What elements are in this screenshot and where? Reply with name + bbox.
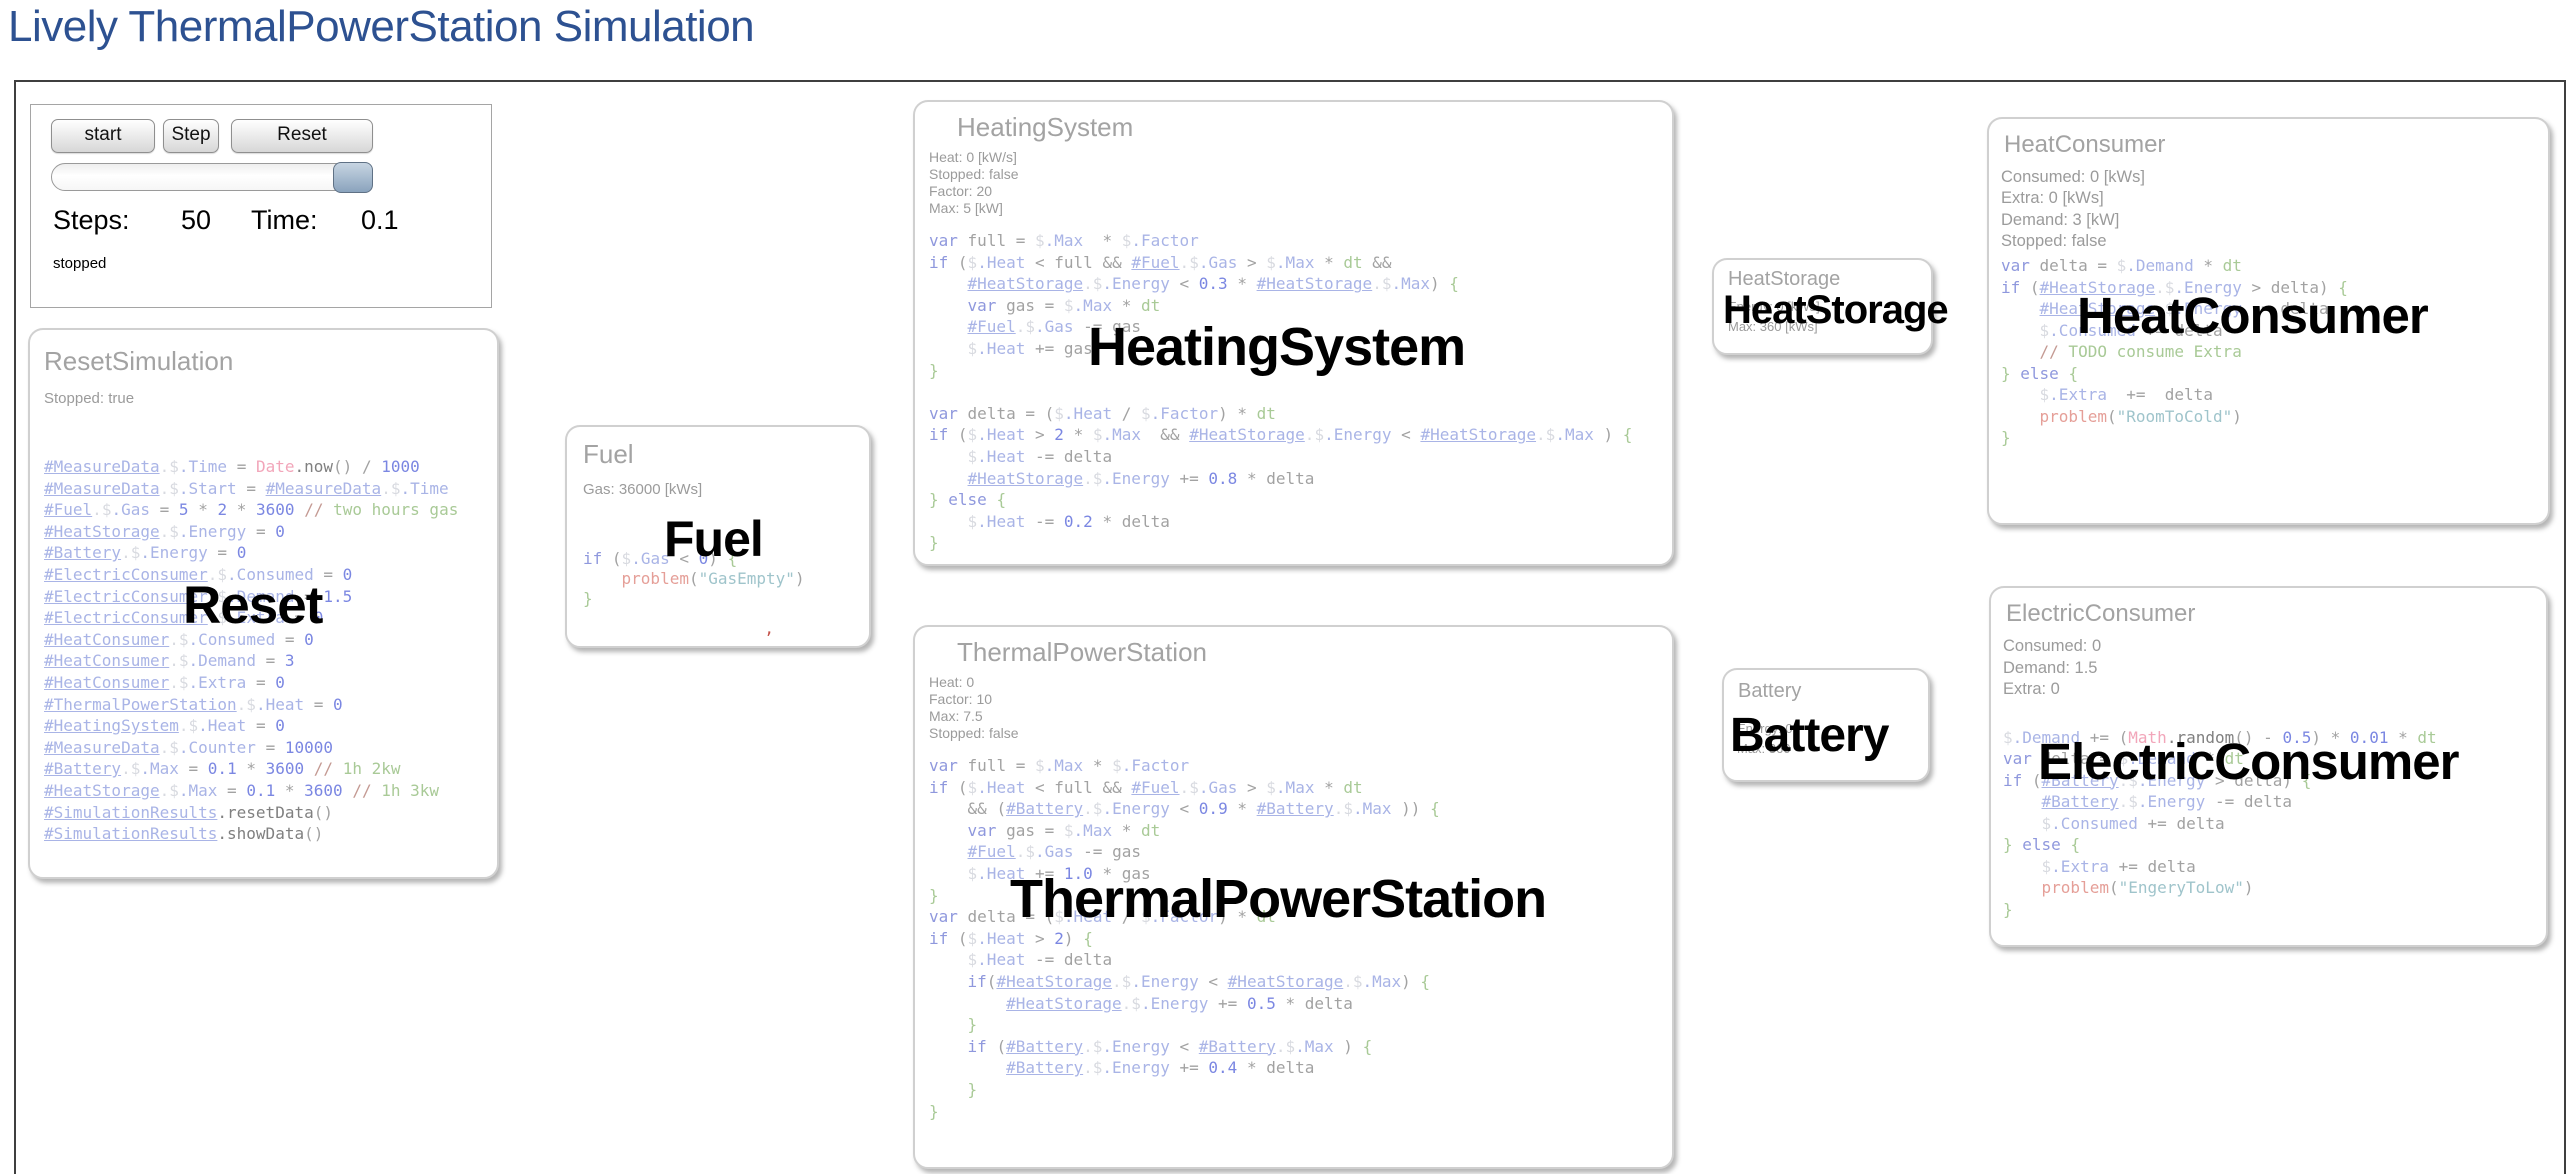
heat-consumer-code[interactable]: var delta = $.Demand * dt if (#HeatStora… bbox=[2001, 256, 2348, 448]
fuel-overlay-label: Fuel bbox=[664, 511, 764, 567]
page-title: Lively ThermalPowerStation Simulation bbox=[8, 2, 755, 51]
stat-line: Factor: 10 bbox=[929, 691, 993, 707]
fuel-stray-mark: , bbox=[764, 619, 774, 638]
speed-slider[interactable] bbox=[51, 162, 373, 193]
thermal-power-station-overlay-label: ThermalPowerStation bbox=[1010, 869, 1547, 929]
reset-simulation-overlay-label: Reset bbox=[183, 576, 323, 635]
electric-consumer-code[interactable]: $.Demand += (Math.random() - 0.5) * 0.01… bbox=[2003, 727, 2437, 919]
stat-line: Stopped: false bbox=[2001, 231, 2107, 250]
stat-line: Max: 7.5 bbox=[929, 708, 983, 724]
simulation-control-panel[interactable]: start Step Reset Steps: 50 Time: 0.1 sto… bbox=[30, 104, 492, 308]
status-text: stopped bbox=[53, 255, 107, 272]
thermal-power-station-code[interactable]: var full = $.Max * $.Factor if ($.Heat <… bbox=[929, 756, 1440, 1121]
steps-label: Steps: bbox=[53, 205, 130, 235]
reset-button[interactable]: Reset bbox=[231, 119, 373, 153]
stat-line: Stopped: false bbox=[929, 725, 1019, 741]
stat-line: Energy: 0 [kWs] bbox=[1728, 299, 1820, 314]
start-button[interactable]: start bbox=[51, 119, 155, 153]
slider-handle[interactable] bbox=[333, 162, 373, 193]
stat-line: Consumed: 0 bbox=[2003, 637, 2102, 655]
stat-line: Extra: 0 bbox=[2003, 680, 2060, 698]
reset-simulation-code[interactable]: #MeasureData.$.Time = Date.now() / 1000 … bbox=[44, 457, 459, 844]
heat-storage-overlay-label: HeatStorage bbox=[1723, 288, 1949, 332]
heat-consumer-title: HeatConsumer bbox=[2004, 131, 2166, 158]
fuel-title: Fuel bbox=[583, 439, 634, 469]
steps-value: 50 bbox=[181, 205, 212, 235]
stat-line: Demand: 3 [kW] bbox=[2001, 210, 2120, 229]
heat-consumer-stats: Consumed: 0 [kWs] Extra: 0 [kWs] Demand: 3… bbox=[2001, 167, 2548, 252]
stat-line: Stopped: true bbox=[44, 390, 135, 407]
world-frame bbox=[14, 80, 2566, 1174]
stat-line: Consumed: 0 [kWs] bbox=[2001, 168, 2145, 186]
stat-line: Gas: 36000 [kWs] bbox=[583, 481, 703, 498]
battery-overlay-label: Battery bbox=[1730, 709, 1889, 762]
time-value: 0.1 bbox=[361, 205, 399, 235]
battery-title: Battery bbox=[1738, 680, 1802, 702]
stat-line: Energy: 0 bbox=[1737, 721, 1793, 736]
electric-consumer-title: ElectricConsumer bbox=[2006, 600, 2196, 627]
stat-line: Max: 5 [kW] bbox=[929, 200, 1003, 216]
stat-line: Max: 360 [kWs] bbox=[1728, 318, 1818, 334]
fuel-stats: Gas: 36000 [kWs] bbox=[583, 480, 869, 499]
heating-system-title: HeatingSystem bbox=[957, 112, 1134, 142]
heating-system-overlay-label: HeatingSystem bbox=[1088, 317, 1466, 377]
reset-simulation-title: ResetSimulation bbox=[44, 346, 234, 376]
stat-line: Stopped: false bbox=[929, 166, 1019, 182]
heating-system-code[interactable]: var full = $.Max * $.Factor if ($.Heat <… bbox=[929, 231, 1633, 553]
stat-line: Factor: 20 bbox=[929, 183, 993, 199]
battery-stats: Energy: 0 Max: 360 bbox=[1737, 719, 1928, 758]
reset-simulation-stats: Stopped: true bbox=[44, 389, 497, 408]
thermal-power-station-title: ThermalPowerStation bbox=[957, 637, 1207, 667]
electric-consumer-overlay-label: ElectricConsumer bbox=[2038, 733, 2459, 790]
stat-line: Demand: 1.5 bbox=[2003, 658, 2098, 677]
time-label: Time: bbox=[251, 205, 318, 235]
stat-line: Extra: 0 [kWs] bbox=[2001, 189, 2104, 208]
stat-line: Max: 360 bbox=[1737, 740, 1791, 756]
stat-line: Heat: 0 [kW/s] bbox=[929, 149, 1017, 165]
step-button[interactable]: Step bbox=[163, 119, 219, 153]
heat-consumer-overlay-label: HeatConsumer bbox=[2077, 287, 2429, 344]
heat-storage-title: HeatStorage bbox=[1728, 268, 1841, 290]
fuel-code[interactable]: if ($.Gas < 0) { problem("GasEmpty") } bbox=[583, 549, 805, 608]
stat-line: Heat: 0 bbox=[929, 674, 975, 690]
heat-storage-stats: Energy: 0 [kWs] Max: 360 [kWs] bbox=[1728, 297, 1931, 336]
